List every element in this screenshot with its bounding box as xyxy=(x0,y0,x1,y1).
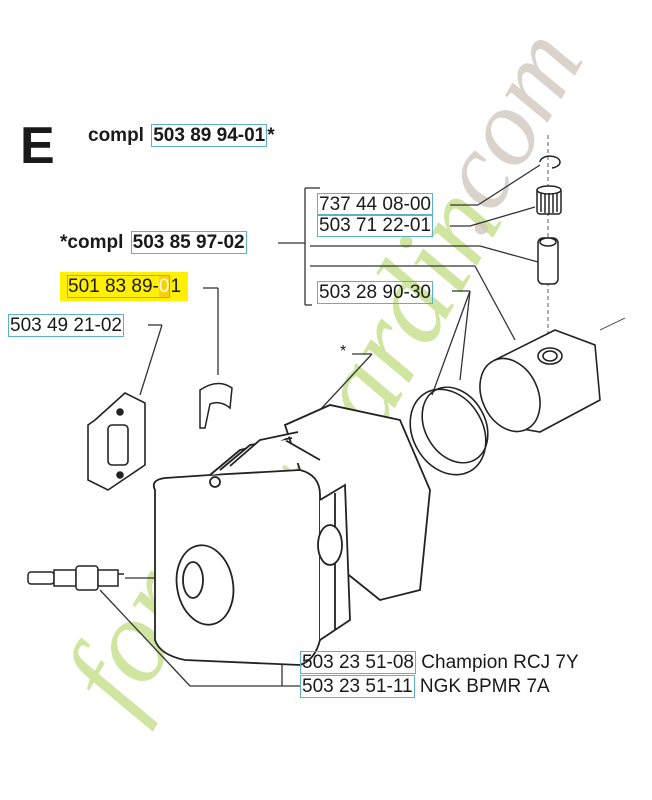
part-label-circlip: 737 44 08-00 xyxy=(315,193,433,216)
assembly-label-cylinder-complete: compl 503 89 94-01* xyxy=(88,124,275,147)
part-number-link-503-49-21-02[interactable]: 503 49 21-02 xyxy=(8,314,124,337)
cylinder-drawing xyxy=(152,404,431,666)
part-number-link-503-85-97-02[interactable]: 503 85 97-02 xyxy=(130,231,247,254)
part-label-needle-bearing: 503 71 22-01 xyxy=(315,214,433,237)
part-number-suffix: 1 xyxy=(170,276,182,297)
asterisk-note: * xyxy=(340,343,347,360)
part-number-link-503-71-22-01[interactable]: 503 71 22-01 xyxy=(317,214,433,237)
assembly-suffix: * xyxy=(267,125,275,146)
spark-plug-type-ngk: NGK BPMR 7A xyxy=(419,676,550,697)
part-label-clip-highlighted: 501 83 89-01 xyxy=(60,272,189,301)
gasket-drawing xyxy=(87,392,146,491)
assembly-prefix: compl xyxy=(88,125,150,146)
part-number-prefix: 501 83 89- xyxy=(68,276,159,297)
part-number-link-501-83-89-01[interactable]: 501 83 89-0 xyxy=(67,275,171,298)
part-number-link-503-23-51-08[interactable]: 503 23 51-08 xyxy=(300,651,416,674)
assembly-label-piston-complete: *compl 503 85 97-02 xyxy=(60,231,247,254)
highlighted-digit: 0 xyxy=(158,276,170,297)
piston-rings-drawing xyxy=(409,386,489,476)
part-label-spark-plug-ngk: 503 23 51-11 NGK BPMR 7A xyxy=(298,675,550,698)
part-number-link-737-44-08-00[interactable]: 737 44 08-00 xyxy=(317,193,433,216)
assembly-prefix: *compl xyxy=(60,232,129,253)
part-label-spark-plug-champion: 503 23 51-08 Champion RCJ 7Y xyxy=(298,651,579,674)
part-number-link-503-23-51-11[interactable]: 503 23 51-11 xyxy=(300,675,415,698)
part-number-link-503-89-94-01[interactable]: 503 89 94-01 xyxy=(151,124,268,147)
needle-bearing-drawing xyxy=(536,185,562,215)
piston-pin-drawing xyxy=(537,237,559,285)
part-label-piston-rings: 503 28 90-30 xyxy=(315,281,433,304)
piston-drawing xyxy=(479,329,601,433)
spark-plug-drawing xyxy=(27,565,124,591)
spark-plug-type-champion: Champion RCJ 7Y xyxy=(421,652,579,673)
clip-drawing xyxy=(199,382,233,429)
part-label-gasket: 503 49 21-02 xyxy=(6,314,124,337)
section-letter: E xyxy=(20,117,55,175)
part-number-link-503-28-90-30[interactable]: 503 28 90-30 xyxy=(317,281,433,304)
circlip-drawing xyxy=(539,155,561,169)
